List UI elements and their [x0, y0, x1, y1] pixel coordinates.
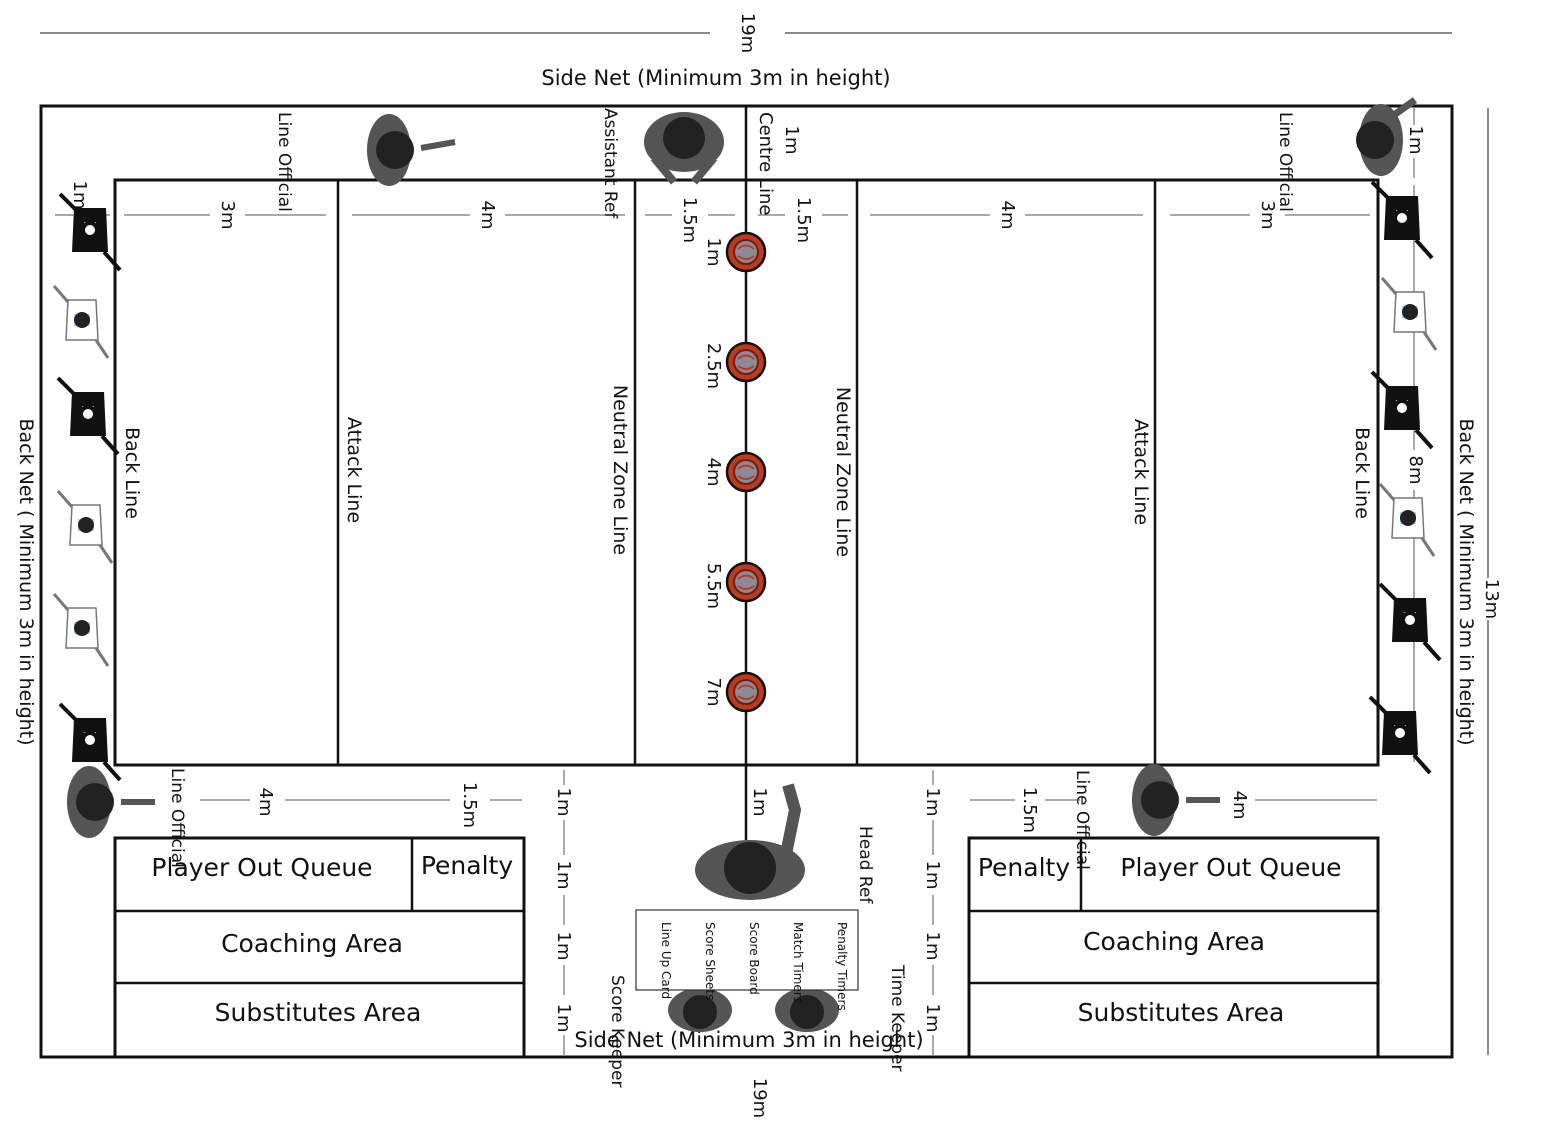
line-official-top-right-label: Line Official: [1275, 112, 1295, 212]
outer-boundary: [39, 104, 1454, 1059]
ladder-left-4: 1m: [553, 1004, 574, 1033]
dim-top-margin: 1m: [781, 126, 802, 155]
ladder-right-1: 1m: [922, 788, 943, 817]
ball-icon: [725, 671, 767, 713]
ball-pos-4: 5.5m: [703, 563, 724, 609]
official-figures: [67, 97, 1418, 1032]
back-line-left-label: Back Line: [121, 427, 143, 519]
line-official-top-left-label: Line Official: [274, 112, 294, 212]
table-items: Penalty Timers Match Timers Score Board …: [659, 922, 849, 1011]
dim-bottom-right-1-5m: 1.5m: [1019, 787, 1040, 833]
back-net-right-label: Back Net ( Minimum 3m in height): [1455, 418, 1477, 745]
table-item-match-timers: Match Timers: [791, 922, 805, 1003]
dim-back-right: 3m: [1257, 201, 1278, 230]
assistant-ref-icon: [644, 112, 724, 185]
table-item-penalty-timers: Penalty Timers: [835, 922, 849, 1011]
dim-right-side: 8m: [1405, 456, 1426, 485]
dim-attack-left: 4m: [477, 201, 498, 230]
player-icon: [56, 489, 114, 565]
back-net-left-label: Back Net ( Minimum 3m in height): [15, 418, 37, 745]
assistant-ref-label: Assistant Ref: [600, 108, 620, 219]
dim-bottom-left-4m: 4m: [255, 788, 276, 817]
left-penalty-box: Penalty: [421, 851, 513, 880]
table-item-line-up-card: Line Up Card: [659, 922, 673, 999]
centre-line-label: Centre Line: [755, 112, 776, 215]
head-ref-icon: [695, 783, 805, 900]
dim-bottom-left-1-5m: 1.5m: [459, 782, 480, 828]
width-label-bottom: 19m: [749, 1078, 770, 1118]
ladder-left-3: 1m: [553, 932, 574, 961]
line-official-bottom-left-icon: [67, 766, 155, 838]
ball-pos-2: 2.5m: [703, 343, 724, 389]
right-team-players: [1368, 180, 1442, 775]
dim-bottom-right-4m: 4m: [1229, 791, 1250, 820]
ball-icon: [725, 231, 767, 273]
dim-head-ref-gap: 1m: [749, 788, 770, 817]
ladder-left-2: 1m: [553, 861, 574, 890]
line-official-top-left-icon: [367, 114, 456, 186]
table-item-score-sheets: Score Sheets: [703, 922, 717, 1000]
left-team-area: Player Out Queue Penalty Coaching Area S…: [113, 836, 526, 1059]
right-penalty-box: Penalty: [978, 853, 1070, 882]
score-keeper-icon: [668, 988, 732, 1032]
line-official-bottom-left-label: Line Official: [167, 768, 187, 868]
dim-neutral-right: 1.5m: [793, 197, 814, 243]
overall-height-right: 13m: [1481, 108, 1502, 1055]
player-icon: [1370, 180, 1434, 260]
dim-top-margin-right: 1m: [1405, 126, 1426, 155]
height-label: 13m: [1481, 579, 1502, 619]
neutral-zone-line-left-label: Neutral Zone Line: [609, 385, 631, 555]
back-line-right-label: Back Line: [1351, 427, 1373, 519]
width-label-top: 19m: [737, 13, 758, 53]
official-labels: Line Official Assistant Ref Line Officia…: [167, 108, 1295, 1087]
attack-line-right-label: Attack Line: [1130, 419, 1152, 525]
right-team-area: Penalty Player Out Queue Coaching Area S…: [967, 836, 1380, 1059]
left-substitutes-area: Substitutes Area: [215, 998, 422, 1027]
left-team-players: [52, 192, 122, 782]
side-net-bottom-label: Side Net (Minimum 3m in height): [574, 1028, 923, 1052]
player-icon: [1370, 370, 1434, 450]
scorers-table: [635, 909, 859, 991]
ball-pos-1: 1m: [703, 238, 724, 267]
bottom-dimension-row: [200, 770, 1377, 1055]
player-icon: [52, 592, 110, 668]
ball-pos-3: 4m: [703, 458, 724, 487]
ball-pos-5: 7m: [703, 678, 724, 707]
right-player-out-queue: Player Out Queue: [1120, 853, 1341, 882]
overall-width-top: 19m: [40, 13, 1452, 53]
ball-icon: [725, 561, 767, 603]
table-item-score-board: Score Board: [747, 922, 761, 995]
head-ref-label: Head Ref: [855, 826, 875, 904]
dim-left-margin: 1m: [69, 181, 90, 210]
left-player-out-queue: Player Out Queue: [151, 853, 372, 882]
side-net-top-label: Side Net (Minimum 3m in height): [541, 66, 890, 90]
player-icon: [1378, 582, 1442, 662]
time-keeper-icon: [775, 988, 839, 1032]
dim-back-left: 3m: [217, 201, 238, 230]
time-keeper-label: Time Keeper: [887, 964, 907, 1071]
ball-icon: [725, 341, 767, 383]
line-official-top-right-icon: [1356, 97, 1418, 176]
player-icon: [1378, 482, 1436, 558]
ladder-right-2: 1m: [922, 861, 943, 890]
attack-line-left-label: Attack Line: [343, 417, 365, 523]
player-icon: [1380, 276, 1438, 352]
neutral-zone-line-right-label: Neutral Zone Line: [832, 387, 854, 557]
left-coaching-area: Coaching Area: [221, 929, 403, 958]
line-official-bottom-right-label: Line Official: [1072, 770, 1092, 870]
player-icon: [56, 376, 120, 456]
ladder-right-4: 1m: [922, 1004, 943, 1033]
ball-icon: [725, 451, 767, 493]
player-icon: [52, 284, 110, 360]
dim-neutral-left: 1.5m: [679, 197, 700, 243]
ladder-left-1: 1m: [553, 788, 574, 817]
line-official-bottom-right-icon: [1132, 764, 1220, 836]
right-coaching-area: Coaching Area: [1083, 927, 1265, 956]
dim-attack-right: 4m: [997, 201, 1018, 230]
ladder-right-3: 1m: [922, 932, 943, 961]
score-keeper-label: Score Keeper: [607, 975, 627, 1087]
right-substitutes-area: Substitutes Area: [1078, 998, 1285, 1027]
